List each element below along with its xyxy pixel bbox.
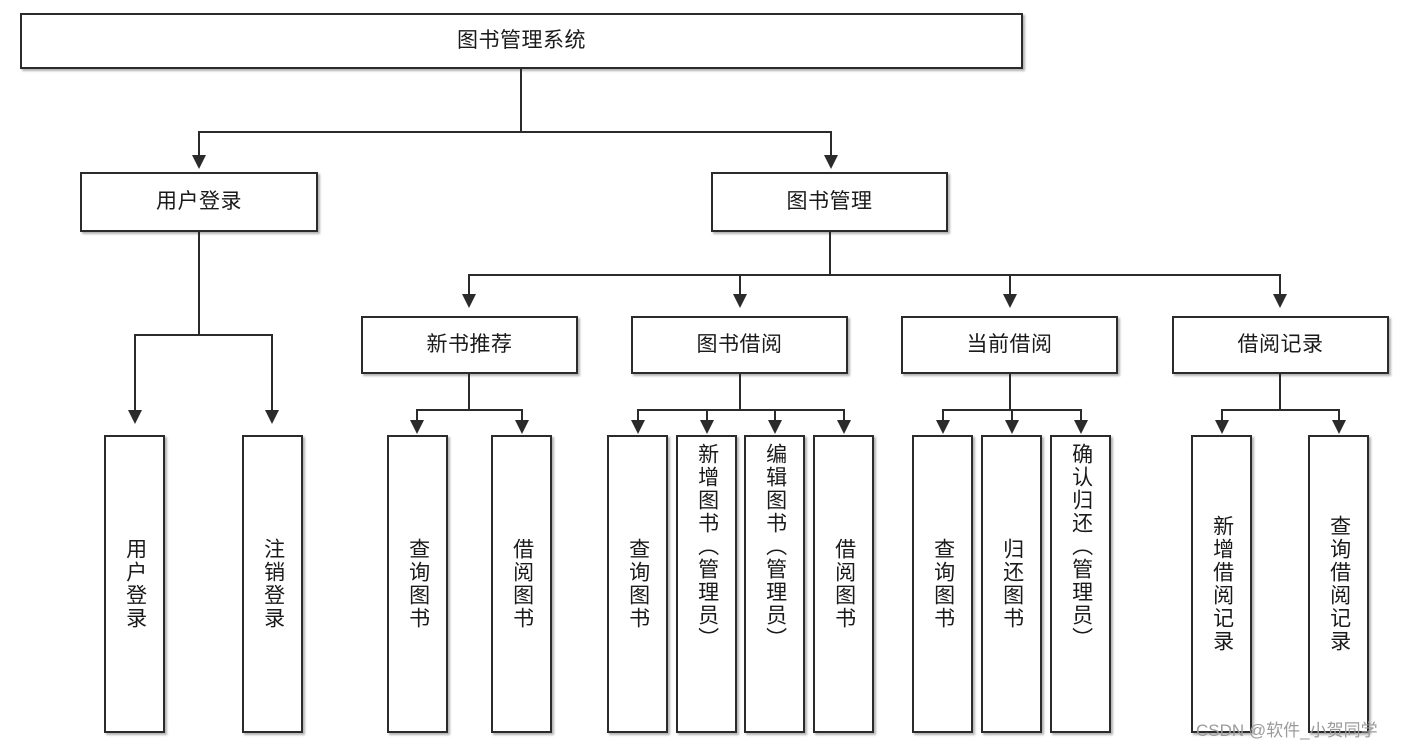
node-label: 编辑图书（管理员） [763,443,787,650]
node-label: 新增图书（管理员） [695,443,719,650]
node-leaf-borrow-book-new[interactable]: 借阅图书 [491,435,552,733]
edge-user-login-bar [134,334,272,336]
node-label: 图书管理系统 [457,29,586,53]
edge-book-manage-to-book-borrow [739,274,741,296]
edge-current-borrow-to-leaf-3 [1080,409,1082,423]
node-leaf-user-login[interactable]: 用户登录 [104,435,165,733]
node-borrow-record[interactable]: 借阅记录 [1172,316,1389,374]
node-leaf-return-book[interactable]: 归还图书 [981,435,1042,733]
node-root-system[interactable]: 图书管理系统 [20,13,1023,69]
arrowhead-to-book-borrow [733,294,747,308]
arrowhead-to-leaf-add-book [700,420,714,434]
edge-book-borrow-stem [739,374,741,410]
node-label: 图书借阅 [696,333,783,357]
node-leaf-confirm-return[interactable]: 确认归还（管理员） [1050,435,1111,733]
node-label: 确认归还（管理员） [1069,443,1093,650]
node-label: 借阅图书 [832,538,856,630]
edge-book-manage-to-new-book [468,274,470,296]
node-leaf-query-record[interactable]: 查询借阅记录 [1308,435,1369,733]
node-label: 查询图书 [931,538,955,630]
edge-current-borrow-to-leaf-1 [942,409,944,423]
node-label: 用户登录 [156,190,242,214]
node-leaf-query-book-borrow[interactable]: 查询图书 [607,435,668,733]
edge-book-borrow-to-leaf-3 [774,409,776,423]
arrowhead-to-new-book-recommend [462,294,476,308]
node-leaf-query-book-current[interactable]: 查询图书 [912,435,973,733]
node-label: 归还图书 [1000,538,1024,630]
csdn-watermark: CSDN @软件_小贺同学 [1196,721,1378,740]
node-book-manage[interactable]: 图书管理 [711,172,948,232]
arrowhead-to-book-manage [824,155,838,169]
edge-new-book-bar [416,409,522,411]
node-label: 借阅记录 [1237,333,1324,357]
edge-book-borrow-to-leaf-2 [706,409,708,423]
edge-root-stem [520,69,522,132]
edge-borrow-record-stem [1279,374,1281,410]
edge-new-book-to-leaf-1 [416,409,418,423]
arrowhead-to-leaf-user-logout [265,410,279,424]
edge-user-login-stem [198,232,200,335]
arrowhead-to-leaf-borrow-book-2 [837,420,851,434]
edge-book-borrow-to-leaf-1 [637,409,639,423]
arrowhead-to-leaf-return-book [1005,420,1019,434]
node-new-book-recommend[interactable]: 新书推荐 [361,316,578,374]
arrowhead-to-current-borrow [1003,294,1017,308]
arrowhead-to-leaf-edit-book [768,420,782,434]
edge-current-borrow-to-leaf-2 [1011,409,1013,423]
node-leaf-edit-book[interactable]: 编辑图书（管理员） [744,435,805,733]
node-leaf-add-record[interactable]: 新增借阅记录 [1191,435,1252,733]
node-label: 当前借阅 [966,333,1053,357]
edge-root-bar [198,131,832,133]
edge-book-manage-stem [829,232,831,275]
node-label: 用户登录 [123,538,147,630]
node-label: 新增借阅记录 [1210,515,1234,653]
edge-current-borrow-stem [1009,374,1011,410]
arrowhead-to-borrow-record [1273,294,1287,308]
node-user-login[interactable]: 用户登录 [80,172,318,232]
edge-new-book-to-leaf-2 [521,409,523,423]
arrowhead-to-leaf-query-book-3 [936,420,950,434]
arrowhead-to-leaf-add-record [1215,420,1229,434]
node-label: 查询图书 [406,538,430,630]
node-label: 注销登录 [261,538,285,630]
arrowhead-to-user-login [192,155,206,169]
edge-root-to-user-login [198,131,200,157]
edge-borrow-record-to-leaf-2 [1338,409,1340,423]
edge-new-book-stem [468,374,470,410]
node-leaf-query-book-new[interactable]: 查询图书 [387,435,448,733]
arrowhead-to-leaf-confirm-return [1074,420,1088,434]
node-leaf-borrow-book-borrow[interactable]: 借阅图书 [813,435,874,733]
edge-user-login-to-leaf-2 [271,334,273,412]
arrowhead-to-leaf-query-book-2 [631,420,645,434]
node-label: 图书管理 [786,190,873,214]
node-label: 查询图书 [626,538,650,630]
edge-borrow-record-to-leaf-1 [1221,409,1223,423]
edge-book-borrow-bar [637,409,845,411]
edge-user-login-to-leaf-1 [134,334,136,412]
node-label: 借阅图书 [510,538,534,630]
edge-book-manage-to-current-borrow [1009,274,1011,296]
node-label: 查询借阅记录 [1327,515,1351,653]
node-label: 新书推荐 [426,333,513,357]
node-book-borrow[interactable]: 图书借阅 [631,316,848,374]
edge-borrow-record-bar [1221,409,1339,411]
arrowhead-to-leaf-query-record [1332,420,1346,434]
node-leaf-add-book[interactable]: 新增图书（管理员） [676,435,737,733]
edge-root-to-book-manage [830,131,832,157]
arrowhead-to-leaf-borrow-book-1 [515,420,529,434]
arrowhead-to-leaf-query-book-1 [410,420,424,434]
arrowhead-to-leaf-user-login [128,410,142,424]
edge-book-borrow-to-leaf-4 [843,409,845,423]
node-current-borrow[interactable]: 当前借阅 [901,316,1118,374]
node-leaf-user-logout[interactable]: 注销登录 [242,435,303,733]
edge-book-manage-bar [468,274,1280,276]
edge-book-manage-to-borrow-record [1279,274,1281,296]
